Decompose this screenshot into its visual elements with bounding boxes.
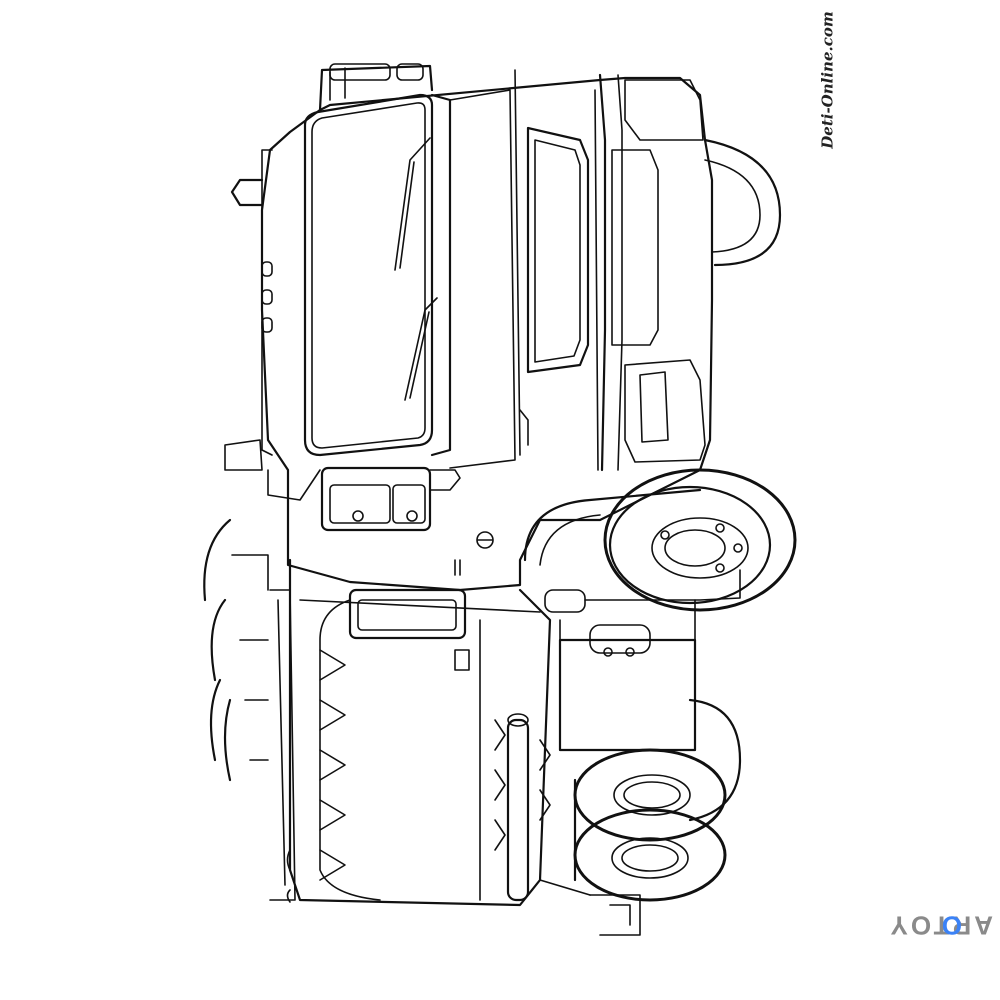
front-wheel xyxy=(523,468,797,613)
tank-body xyxy=(203,518,552,907)
top-wheel xyxy=(703,138,782,267)
rear-wheels xyxy=(539,698,742,936)
brand-logo-o: O xyxy=(939,910,963,941)
site-watermark-text: Deti-Online.com xyxy=(819,11,837,149)
site-watermark: Deti-Online.com xyxy=(808,11,848,148)
equipment-box xyxy=(558,599,697,752)
truck-cab xyxy=(224,63,714,592)
